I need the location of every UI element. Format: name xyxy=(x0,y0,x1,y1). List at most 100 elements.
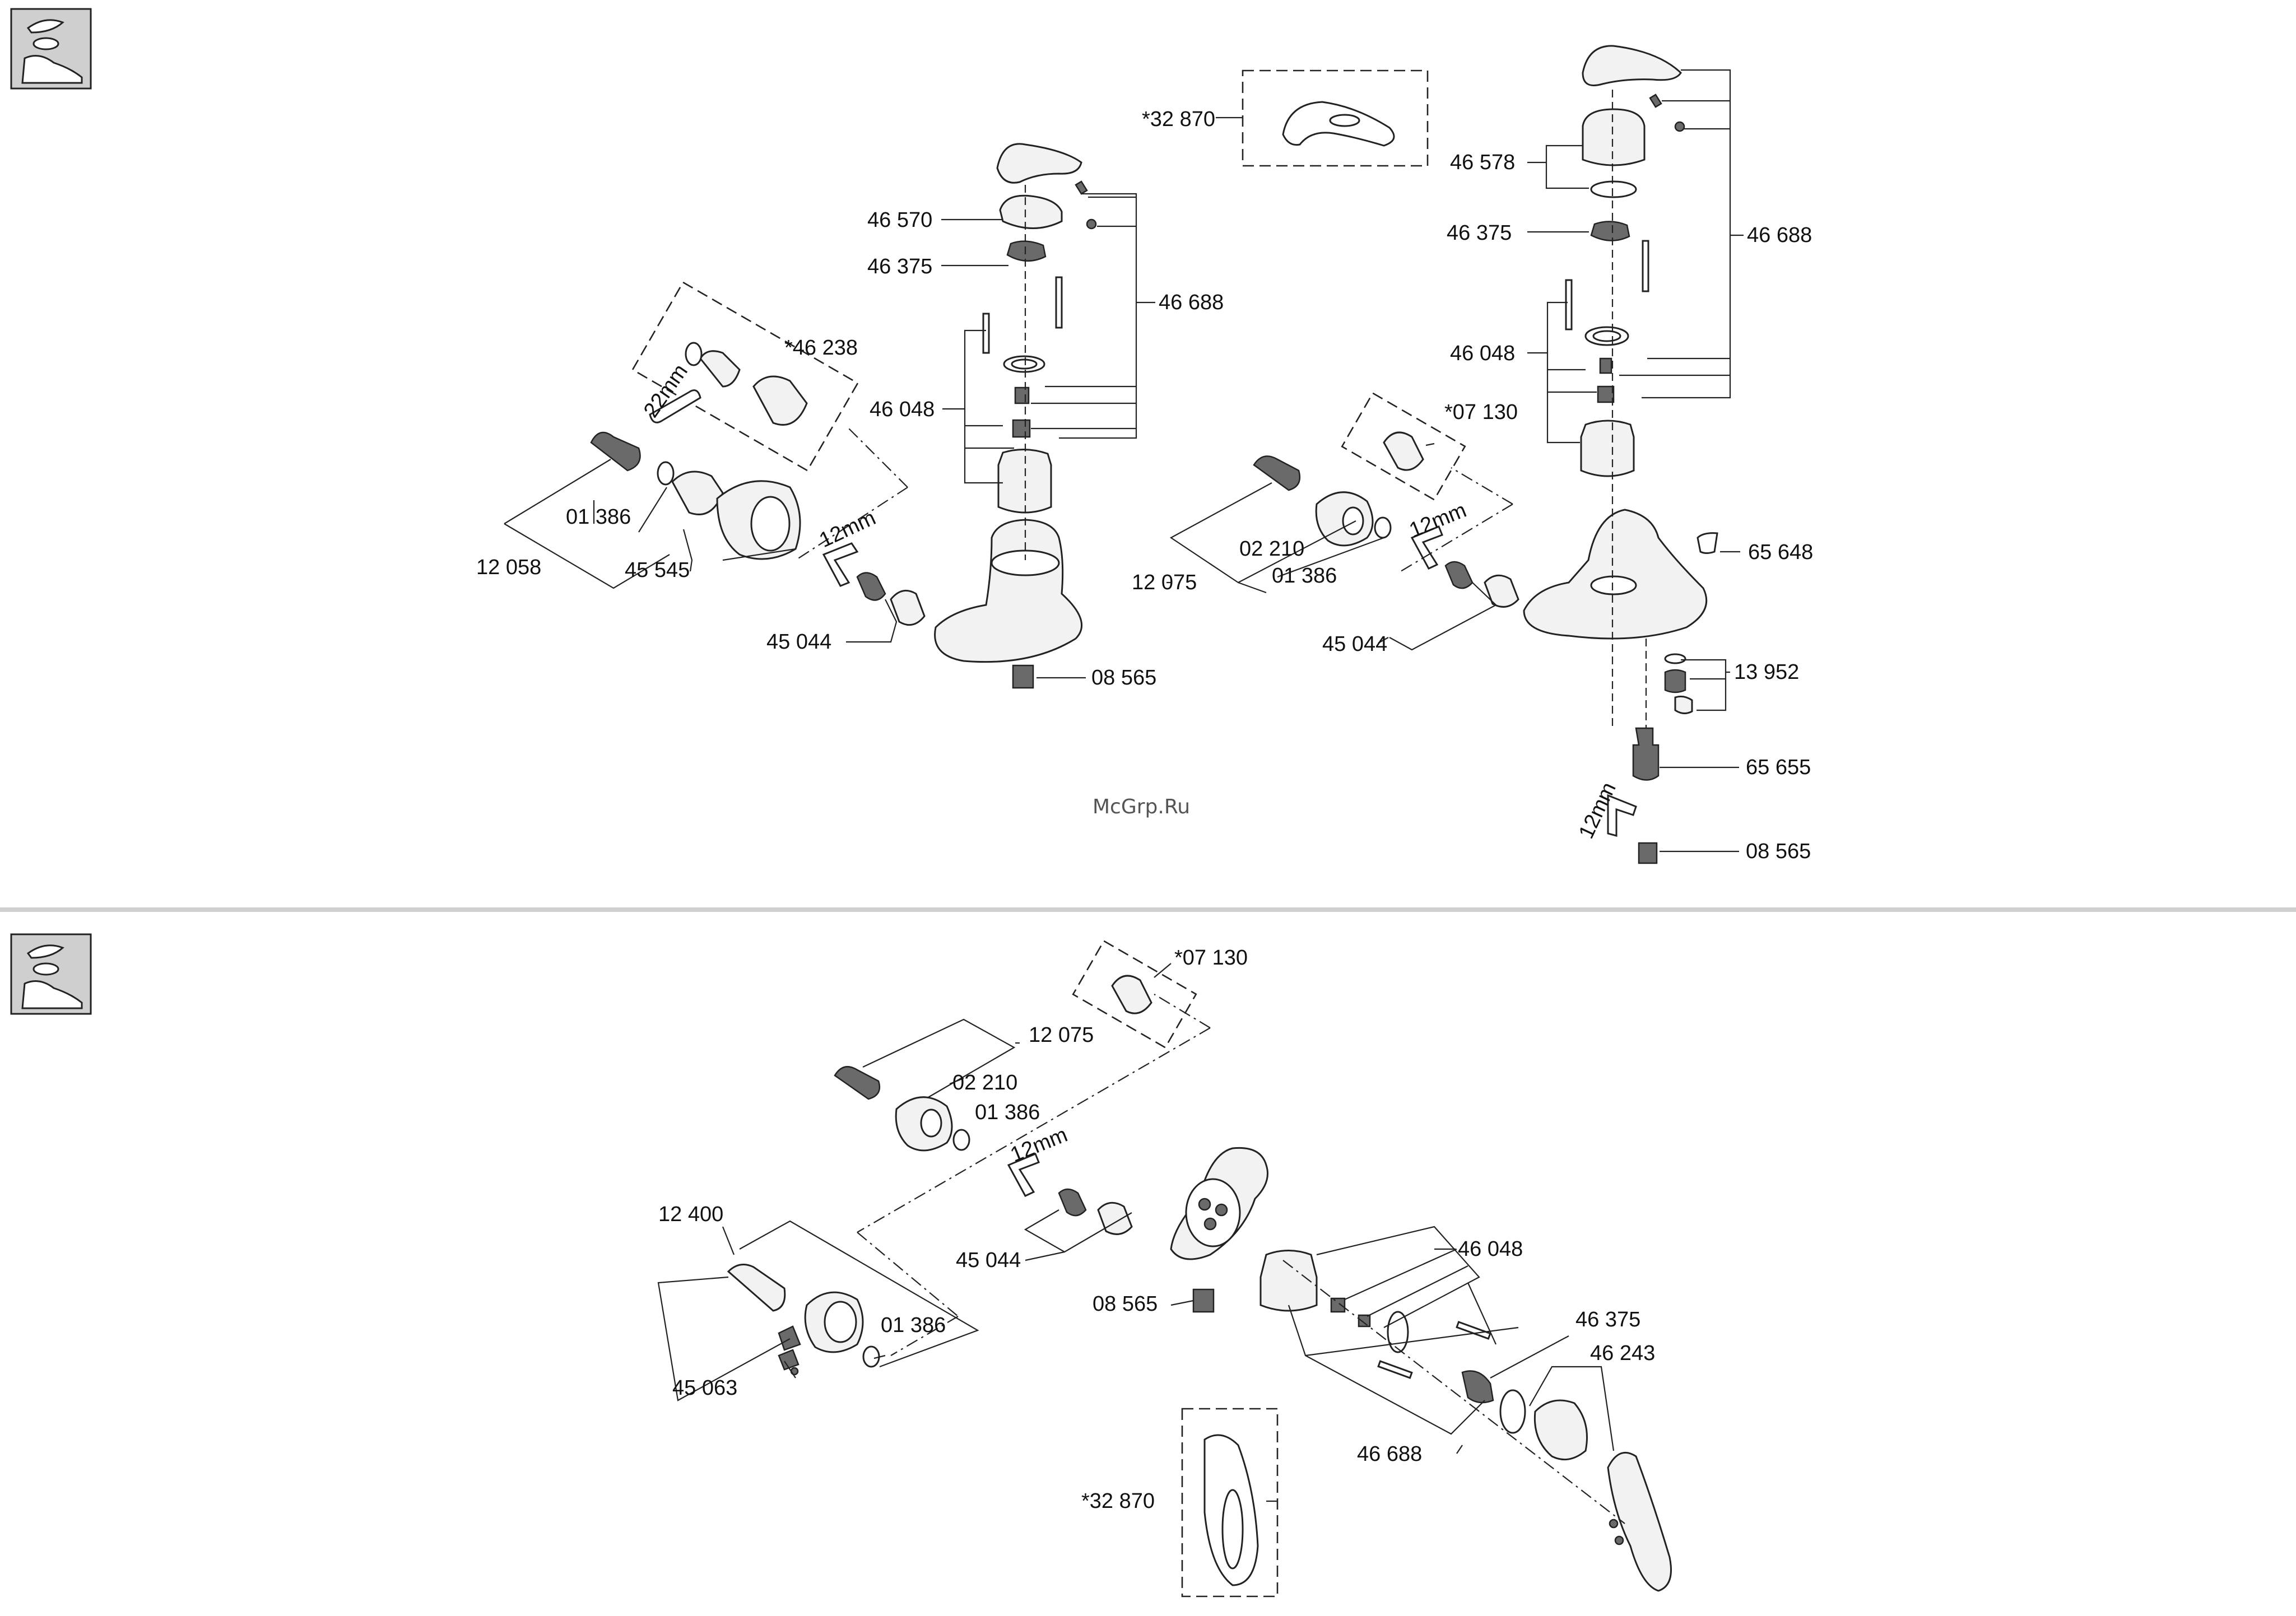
label-45044-b: 45 044 xyxy=(1322,632,1387,656)
allen-key-12mm-b2 xyxy=(1607,794,1637,837)
union-nut-45044 xyxy=(890,589,926,626)
label-12058: 12 058 xyxy=(476,556,541,579)
mixer-body xyxy=(934,519,1083,663)
assembly-c xyxy=(657,940,1672,1598)
assembly-b xyxy=(1166,45,1744,864)
label-46688-c: 46 688 xyxy=(1357,1442,1422,1466)
label-46238: *46 238 xyxy=(784,336,858,360)
nut-08565-c xyxy=(1192,1288,1215,1313)
option-box-07130 xyxy=(1341,392,1466,501)
lever-handle xyxy=(996,143,1082,184)
pin-c1 xyxy=(1456,1321,1491,1340)
label-46048-b: 46 048 xyxy=(1450,342,1515,365)
label-46048-c: 46 048 xyxy=(1458,1237,1523,1261)
watermark-text: McGrp.Ru xyxy=(1093,795,1190,818)
part-labels: *32 870 46 570 46 375 46 688 *46 238 46 … xyxy=(476,108,1813,1513)
eccentric-connector-12400 xyxy=(727,1264,786,1312)
label-01386-b: 01 386 xyxy=(1272,564,1337,588)
label-46375-b: 46 375 xyxy=(1447,221,1512,245)
cap-46243 xyxy=(1533,1399,1588,1461)
wrench-22mm xyxy=(649,389,701,423)
label-46570: 46 570 xyxy=(867,208,932,232)
label-46375-c: 46 375 xyxy=(1575,1308,1640,1331)
label-65655: 65 655 xyxy=(1746,756,1811,779)
nut-45044-b xyxy=(1444,561,1474,589)
sleeve-07130-c xyxy=(1111,975,1152,1014)
ring-46048-c xyxy=(1387,1311,1409,1353)
assembly-a xyxy=(504,69,1429,689)
label-13952: 13 952 xyxy=(1734,660,1799,684)
cap-46578 xyxy=(1582,108,1646,166)
pin-left-b xyxy=(1565,279,1573,330)
label-46688-b: 46 688 xyxy=(1747,223,1812,247)
label-46375-a: 46 375 xyxy=(867,255,932,278)
label-02210-b: 02 210 xyxy=(1239,537,1304,561)
eccentric-connector-c xyxy=(834,1066,881,1100)
pin-left xyxy=(982,313,990,354)
lever-handle-c xyxy=(1607,1451,1672,1592)
label-12075-b: 12 075 xyxy=(1132,571,1197,594)
aerator-08565 xyxy=(1012,664,1034,689)
label-01386-c: 01 386 xyxy=(975,1101,1040,1124)
label-07130-b: *07 130 xyxy=(1444,400,1518,424)
bottom-section-icon xyxy=(10,933,92,1015)
section-divider xyxy=(0,907,2296,912)
label-32870-a: *32 870 xyxy=(1142,108,1215,131)
label-12400: 12 400 xyxy=(658,1203,723,1226)
nut-45044-c xyxy=(1058,1188,1087,1217)
label-08565-b: 08 565 xyxy=(1746,840,1811,863)
eccentric-connector xyxy=(590,431,641,472)
mixer-body-b xyxy=(1523,509,1708,640)
pin-c2 xyxy=(1377,1360,1413,1379)
option-box-07130-c xyxy=(1072,940,1197,1049)
label-65648: 65 648 xyxy=(1748,541,1813,564)
label-12075-c: 12 075 xyxy=(1029,1023,1094,1047)
label-45063: 45 063 xyxy=(672,1376,737,1400)
lever-handle-b xyxy=(1582,45,1682,86)
cartridge-b xyxy=(1580,420,1635,477)
union-nut-45044-c xyxy=(1097,1201,1133,1235)
washer-01386-b xyxy=(1374,516,1392,539)
allen-key-12mm-c xyxy=(1007,1153,1040,1197)
adapter-46375-b xyxy=(1590,221,1630,241)
pin-right xyxy=(1055,276,1063,329)
aerator-13952 xyxy=(1664,669,1686,693)
label-01386-c2: 01 386 xyxy=(881,1314,946,1337)
label-12mm-c: 12mm xyxy=(1007,1123,1071,1167)
label-46688-a: 46 688 xyxy=(1159,291,1224,314)
adapter-46375 xyxy=(1006,240,1047,262)
washer-01386-c2 xyxy=(862,1345,880,1368)
pin-right-b xyxy=(1642,240,1649,292)
valve-65655 xyxy=(1632,727,1660,781)
plug-65648 xyxy=(1697,532,1718,554)
option-box-32870-c xyxy=(1181,1408,1279,1598)
o-ring-46578 xyxy=(1590,180,1637,198)
part-45063 xyxy=(778,1349,800,1371)
washer-01386-c xyxy=(952,1129,970,1151)
allen-key-12mm-a xyxy=(822,542,859,587)
label-08565-c: 08 565 xyxy=(1093,1292,1158,1316)
washer-01386 xyxy=(657,461,675,486)
label-45545: 45 545 xyxy=(625,558,690,582)
top-section-icon xyxy=(10,8,92,90)
label-46243: 46 243 xyxy=(1590,1342,1655,1365)
seal-13952 xyxy=(1664,653,1686,664)
nut-45044-a xyxy=(856,572,886,601)
eccentric-connector-b xyxy=(1253,455,1301,491)
label-45044-a: 45 044 xyxy=(766,630,831,654)
cap-46570 xyxy=(999,194,1063,229)
union-nut-45044-b xyxy=(1484,574,1519,608)
label-07130-c: *07 130 xyxy=(1174,946,1248,970)
o-ring-46243 xyxy=(1499,1389,1526,1434)
sleeve-45545 xyxy=(671,471,724,515)
label-32870-c: *32 870 xyxy=(1081,1489,1155,1513)
label-08565-a: 08 565 xyxy=(1091,666,1156,690)
cartridge-c xyxy=(1259,1250,1318,1312)
label-45044-c: 45 044 xyxy=(956,1249,1021,1272)
sleeve-07130 xyxy=(1383,431,1424,471)
option-box-46238 xyxy=(631,281,859,472)
adapter-46375-c xyxy=(1461,1370,1494,1404)
label-02210-c: 02 210 xyxy=(952,1071,1017,1095)
label-46578: 46 578 xyxy=(1450,151,1515,174)
